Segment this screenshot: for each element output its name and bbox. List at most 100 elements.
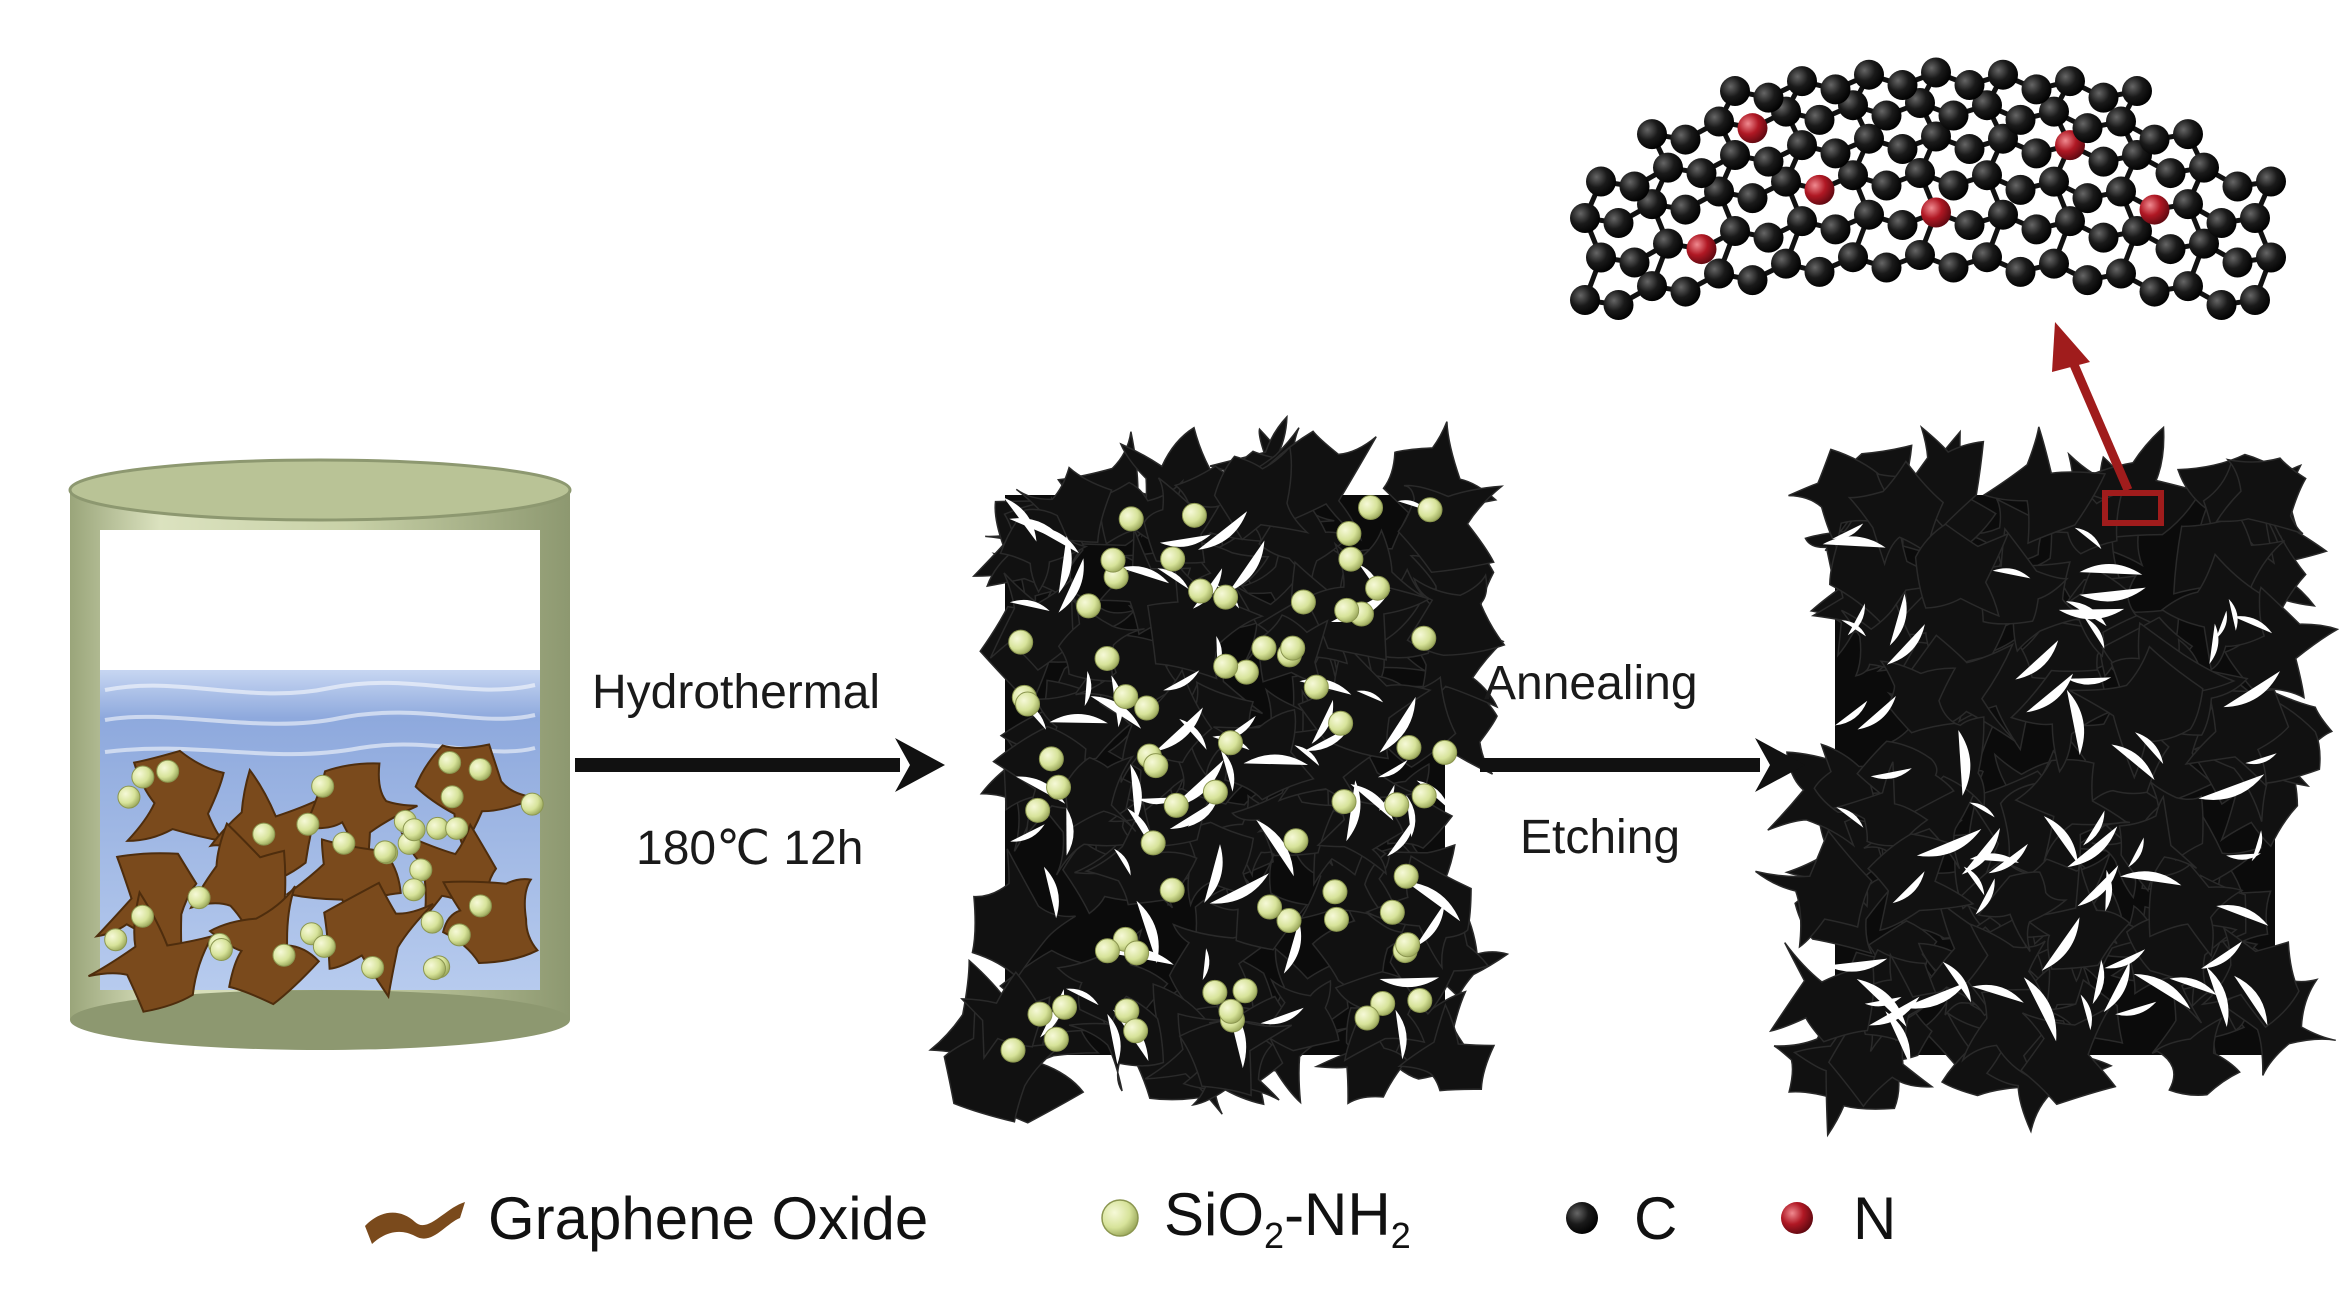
pore [2103, 961, 2130, 1013]
carbon-sheet [971, 848, 1076, 979]
sio2-particle [468, 758, 492, 782]
sio2-particle [1338, 546, 1364, 572]
carbon-atom [1921, 121, 1951, 152]
legend-label-nitrogen: N [1853, 1184, 1897, 1252]
pore [1283, 921, 1302, 974]
pore [1832, 523, 1864, 539]
nh-text: -NH [1284, 1180, 1391, 1248]
carbon-atom [1988, 123, 2018, 154]
carbon-atom [1871, 100, 1902, 131]
pore [1311, 699, 1334, 744]
sio2-particle [447, 923, 471, 947]
carbon-atom [1771, 248, 1801, 279]
carbon-sheet [1397, 1002, 1496, 1092]
carbon-sheet [1879, 660, 1958, 734]
carbon-atom [1905, 240, 1935, 270]
vessel-bottom [70, 990, 570, 1050]
sio2-particle [1100, 547, 1126, 573]
carbon-atom [1972, 160, 2002, 191]
sio2-particle [1251, 635, 1277, 661]
carbon-atom [1938, 252, 1969, 283]
pore [2216, 904, 2269, 926]
sio2-particle [1393, 863, 1419, 889]
hydrothermal-conditions-label: 180℃ 12h [636, 822, 864, 875]
pore [1892, 871, 1925, 904]
carbon-atom [2106, 176, 2136, 207]
carbon-atom [2173, 271, 2203, 302]
carbon-atom [1570, 285, 1600, 315]
carbon-atom [1954, 134, 1985, 165]
pore [1043, 866, 1059, 919]
arrow-annealing [1480, 738, 1805, 792]
pore [1889, 593, 1907, 646]
pore [1975, 878, 1995, 915]
carbon-atom [2139, 276, 2170, 307]
carbon-atom [1586, 242, 1616, 273]
pore [2015, 640, 2059, 680]
pore [1379, 977, 1440, 988]
carbon-atom [2021, 214, 2052, 245]
pore [2023, 977, 2057, 1042]
pore [1825, 958, 1888, 972]
pore [1107, 1014, 1121, 1065]
sio2-particle [1358, 495, 1384, 521]
carbon-sheet [2215, 457, 2307, 535]
sio2-particle [1354, 1005, 1380, 1031]
sio2-particle [1134, 695, 1160, 721]
pore [1847, 603, 1865, 636]
carbon-sheet [2148, 863, 2244, 958]
sio2-particle [1283, 828, 1309, 854]
carbon-atom [1804, 256, 1835, 287]
carbon-atom [2088, 82, 2119, 113]
sio2-particle [1384, 792, 1410, 818]
sio2-particle [1159, 877, 1185, 903]
carbon-sheet [1768, 942, 1875, 1043]
carbon-atom [2206, 207, 2237, 238]
legend-item-graphene-oxide: Graphene Oxide [360, 1178, 928, 1258]
carbon-atom [2039, 96, 2069, 127]
pore [1885, 1011, 1911, 1065]
sio2-particle [1143, 753, 1169, 779]
pore [1379, 696, 1416, 753]
pore [1220, 749, 1235, 792]
carbon-atom [1804, 104, 1835, 135]
pore [1260, 1007, 1304, 1025]
carbon-atom [1838, 160, 1868, 191]
carbon-atom-icon [1566, 1202, 1598, 1234]
carbon-atom [1854, 123, 1884, 154]
carbon-atom [1686, 158, 1717, 189]
carbon-atom [2055, 206, 2085, 237]
pore [1958, 730, 1971, 796]
sio2-particle [1365, 575, 1391, 601]
legend-item-nitrogen: N [1777, 1178, 1896, 1258]
pore [1009, 518, 1065, 543]
pore [2245, 753, 2277, 765]
carbon-atom [1653, 228, 1683, 259]
legend-item-sio2-nh2: SiO2-NH2 [1098, 1178, 1411, 1258]
carbon-atom [1787, 130, 1817, 161]
hydrothermal-label: Hydrothermal [592, 666, 881, 719]
pore [1090, 696, 1142, 729]
sio2-particle [130, 904, 154, 928]
carbon-atom [2155, 158, 2186, 189]
sio2-particle [1181, 502, 1207, 528]
sio2-particle [332, 831, 356, 855]
pore [2209, 623, 2219, 664]
pore [1130, 764, 1142, 823]
sio2-particle [1334, 597, 1360, 623]
carbon-sheet [2154, 1016, 2241, 1096]
carbon-atom [2173, 189, 2203, 220]
carbon-atom [2139, 124, 2170, 155]
carbon-atom [1619, 247, 1650, 278]
carbon-atom [2072, 183, 2103, 214]
sio2-particle [209, 938, 233, 962]
pore [2069, 609, 2102, 616]
carbon-atom [1787, 206, 1817, 237]
sio2-particle [1163, 792, 1189, 818]
nh2-subscript: 2 [1390, 1214, 1411, 1256]
carbon-sheet [2019, 1005, 2117, 1106]
carbon-atom [1603, 207, 1634, 238]
zoom-box [2102, 490, 2164, 526]
pore [1163, 670, 1200, 691]
carbon-sheet [989, 572, 1075, 671]
